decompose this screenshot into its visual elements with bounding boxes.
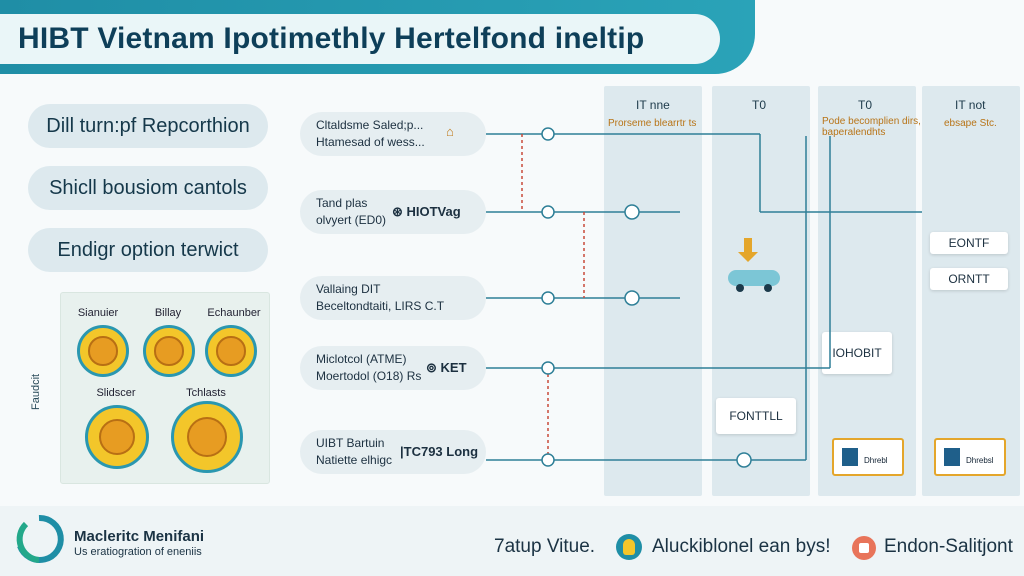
coin-icon <box>143 325 195 377</box>
card[interactable]: FONTTLL <box>716 398 796 434</box>
footer-item-1[interactable]: 7atup Vitue. <box>494 536 596 557</box>
flow-node-line2: Moertodol (O18) Rs <box>316 369 422 383</box>
flow-node-2[interactable]: Tand plas olvyert (ED0) ⊛ HIOTVag <box>300 190 486 234</box>
building-icon: ⌂ <box>446 124 454 139</box>
header-bar <box>0 0 755 74</box>
coin-panel: Sianuier Billay Echaunber Slidscer Tchla… <box>60 292 270 484</box>
flow-node-3[interactable]: Vallaing DIT Beceltondtaiti, LIRS C.T <box>300 276 486 320</box>
flow-node-line1: Miclotcol (ATME) <box>316 352 407 366</box>
coin-icon <box>77 325 129 377</box>
column-4 <box>922 86 1020 496</box>
column-head: IT not <box>955 98 986 112</box>
column-sub: Pode becomplien dirs, baperalendhts <box>822 116 921 138</box>
flow-node-line1: UIBT Bartuin <box>316 436 385 450</box>
flow-node-line2: olvyert (ED0) <box>316 213 387 227</box>
flow-node-5[interactable]: UIBT Bartuin Natiette elhigc |TC793 Long <box>300 430 486 474</box>
column-1 <box>604 86 702 496</box>
left-pill-label: Shicll bousiom cantols <box>49 176 247 199</box>
column-sub: Prorseme blearrtr ts <box>608 118 697 129</box>
left-pill-label: Dill turn:pf Repcorthion <box>46 114 250 137</box>
ticket-card[interactable]: Dhrebsl <box>934 438 1006 476</box>
shield-icon <box>852 536 876 560</box>
bulb-icon <box>616 534 642 560</box>
page-title: HIBT Vietnam Ipotimethly Hertelfond inel… <box>18 22 645 55</box>
column-3 <box>818 86 916 496</box>
car-icon <box>728 238 780 292</box>
footer-brand: Macleritc Menifani <box>74 528 205 545</box>
footer-item-3[interactable]: Endon-Salitjont <box>884 536 1013 557</box>
card[interactable]: EONTF <box>930 232 1008 254</box>
coin-icon <box>171 401 243 473</box>
ticket-icon <box>944 448 960 466</box>
card[interactable]: IOHOBIT <box>822 332 892 374</box>
coin-label: Echaunber <box>207 307 261 319</box>
coin-label: Billay <box>154 307 182 319</box>
recycle-logo-icon <box>16 514 64 563</box>
flow-node-1[interactable]: Cltaldsme Saled;p... Htamesad of wess...… <box>300 112 486 156</box>
footer-item-2[interactable]: Aluckiblonel ean bys! <box>652 536 831 557</box>
ticket-label: Dhrebsl <box>966 456 994 465</box>
flow-node-line2: Htamesad of wess... <box>316 135 425 149</box>
flow-node-line1: Vallaing DIT <box>316 282 381 296</box>
left-pill-2[interactable]: Shicll bousiom cantols <box>28 166 268 210</box>
coin-label: Tchlasts <box>186 387 226 399</box>
column-sub: ebsape Stc. <box>944 118 997 129</box>
footer-tagline: Us eratiogration of eneniis <box>74 546 202 558</box>
left-pill-label: Endigr option terwict <box>57 238 239 261</box>
column-head: T0 <box>752 98 767 112</box>
coin-icon <box>205 325 257 377</box>
coin-label: Sianuier <box>77 307 119 319</box>
left-pill-1[interactable]: Dill turn:pf Repcorthion <box>28 104 268 148</box>
flow-node-line2: Natiette elhigc <box>316 453 393 467</box>
header-inner <box>0 14 720 64</box>
flow-node-line1: Tand plas <box>316 196 368 210</box>
card[interactable]: ORNTT <box>930 268 1008 290</box>
column-head: T0 <box>858 98 873 112</box>
ticket-label: Dhrebl <box>864 456 888 465</box>
flow-node-4[interactable]: Miclotcol (ATME) Moertodol (O18) Rs ⊚ KE… <box>300 346 486 390</box>
flow-node-line2: Beceltondtaiti, LIRS C.T <box>316 299 445 313</box>
flow-node-icon: |TC793 Long <box>400 444 479 459</box>
flow-node-icon: ⊛ HIOTVag <box>392 204 461 219</box>
column-head: IT nne <box>636 98 670 112</box>
flow-node-line1: Cltaldsme Saled;p... <box>316 118 424 132</box>
flow-node-icon: ⊚ KET <box>426 360 467 375</box>
ticket-icon <box>842 448 858 466</box>
ticket-card[interactable]: Dhrebl <box>832 438 904 476</box>
coin-label: Slidscer <box>96 387 136 399</box>
coin-icon <box>85 405 149 469</box>
left-pill-3[interactable]: Endigr option terwict <box>28 228 268 272</box>
